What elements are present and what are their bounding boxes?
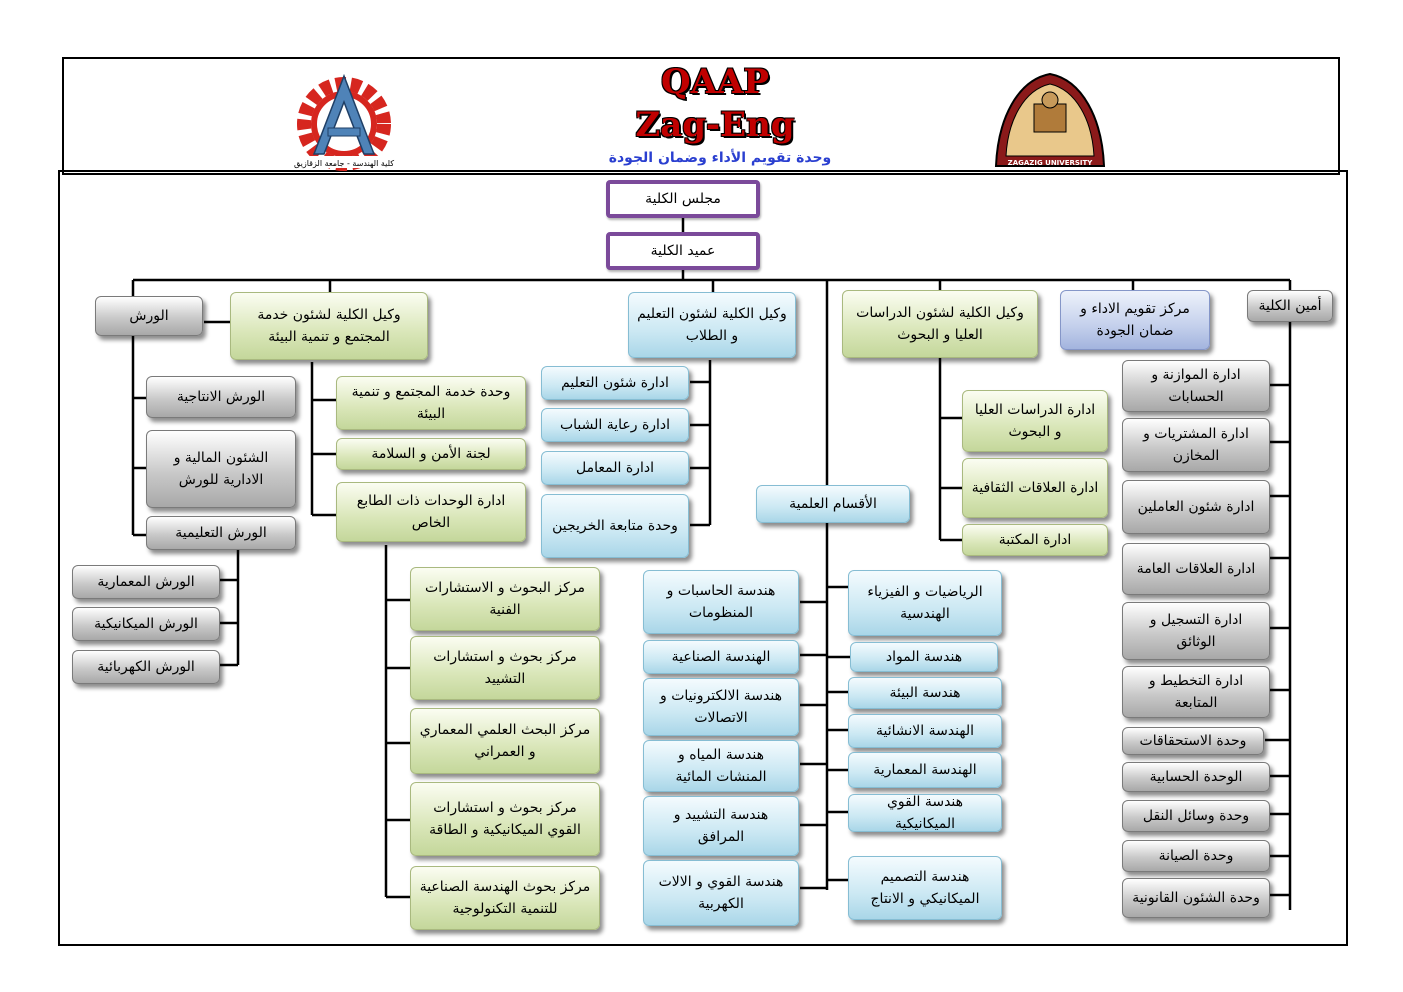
node-dept-computers: هندسة الحاسبات و المنظومات: [643, 570, 799, 634]
node-maintenance-unit: وحدة الصيانة: [1122, 840, 1270, 872]
node-graduates-followup: وحدة متابعة الخريجين: [541, 494, 689, 558]
node-architectural-research-center: مركز البحث العلمي المعماري و العمراني: [410, 708, 600, 774]
node-dean: عميد الكلية: [606, 232, 760, 270]
node-dept-industrial: الهندسة الصناعية: [643, 640, 799, 674]
node-transport-unit: وحدة وسائل النقل: [1122, 800, 1270, 832]
node-faculty-secretary: أمين الكلية: [1247, 290, 1333, 322]
node-workshops-finance-admin: الشئون المالية و الادارية للورش: [146, 430, 296, 508]
node-registration-documents: ادارة التسجيل و الوثائق: [1122, 602, 1270, 660]
node-dept-mechanical-design: هندسة التصميم الميكانيكي و الانتاج: [848, 856, 1002, 920]
node-quality-center: مركز تقويم الاداء و ضمان الجودة: [1060, 290, 1210, 350]
node-vice-dean-graduate: وكيل الكلية لشئون الدراسات العليا و البح…: [842, 290, 1038, 358]
node-vice-dean-community: وكيل الكلية لشئون خدمة المجتمع و تنمية ا…: [230, 292, 428, 360]
node-vice-dean-education: وكيل الكلية لشئون التعليم و الطلاب: [628, 292, 796, 358]
node-dept-environment: هندسة البيئة: [848, 677, 1002, 709]
node-faculty-council: مجلس الكلية: [606, 180, 760, 218]
title-qaap: QAAP: [661, 62, 769, 102]
title-zag-eng: Zag-Eng: [635, 105, 795, 145]
node-graduate-studies-admin: ادارة الدراسات العليا و البحوث: [962, 390, 1108, 452]
node-cultural-relations: ادارة العلاقات الثقافية: [962, 458, 1108, 518]
faculty-logo-caption: كلية الهندسة - جامعة الزقازيق: [294, 159, 394, 168]
node-dept-math-physics: الرياضيات و الفيزياء الهندسية: [848, 570, 1002, 636]
node-educational-workshops: الورش التعليمية: [146, 516, 296, 550]
node-public-relations: ادارة العلاقات العامة: [1122, 543, 1270, 595]
university-logo: ZAGAZIG UNIVERSITY: [994, 72, 1106, 167]
node-workshops: الورش: [95, 296, 203, 336]
node-technical-consulting-center: مركز البحوث و الاستشارات الفنية: [410, 567, 600, 631]
node-mechanical-power-center: مركز بحوث و استشارات القوي الميكانيكية و…: [410, 782, 600, 856]
node-safety-committee: لجنة الأمن و السلامة: [336, 438, 526, 470]
node-purchasing-stores: ادارة المشتريات و المخازن: [1122, 418, 1270, 472]
faculty-logo: كلية الهندسة - جامعة الزقازيق: [290, 73, 398, 171]
node-planning-followup: ادارة التخطيط و المتابعة: [1122, 666, 1270, 718]
node-special-units-admin: ادارة الوحدات ذات الطابع الخاص: [336, 482, 526, 542]
node-dept-construction: هندسة التشييد و المرافق: [643, 796, 799, 856]
node-architectural-workshops: الورش المعمارية: [72, 565, 220, 599]
node-budget-accounts: ادارة الموازنة و الحسابات: [1122, 360, 1270, 412]
node-education-affairs: ادارة شئون التعليم: [541, 366, 689, 400]
node-laboratories: ادارة المعامل: [541, 451, 689, 485]
node-scientific-departments: الأقسام العلمية: [756, 485, 910, 523]
node-legal-affairs-unit: وحدة الشئون القانونية: [1122, 878, 1270, 918]
node-dept-architecture: الهندسة المعمارية: [848, 752, 1002, 788]
node-accounting-unit: الوحدة الحسابية: [1122, 762, 1270, 792]
subtitle-quality-unit: وحدة تقويم الأداء وضمان الجودة: [608, 150, 832, 166]
node-entitlements-unit: وحدة الاستحقاقات: [1122, 727, 1264, 755]
node-library: ادارة المكتبة: [962, 524, 1108, 556]
header-frame: [62, 57, 1340, 175]
node-dept-electrical-power: هندسة القوي و الالات الكهربية: [643, 860, 799, 926]
chart-frame: [58, 170, 1348, 946]
node-industrial-engineering-center: مركز بحوث الهندسة الصناعية للتنمية التكن…: [410, 866, 600, 930]
university-logo-caption: ZAGAZIG UNIVERSITY: [1008, 159, 1094, 167]
node-construction-consulting-center: مركز بحوث و استشارات التشييد: [410, 636, 600, 700]
node-youth-care: ادارة رعاية الشباب: [541, 408, 689, 442]
node-dept-materials: هندسة المواد: [850, 642, 998, 672]
node-dept-electronics: هندسة الالكترونيات و الاتصالات: [643, 678, 799, 736]
node-dept-structural: الهندسة الانشائية: [848, 714, 1002, 748]
node-staff-affairs: ادارة شئون العاملين: [1122, 480, 1270, 534]
node-dept-mechanical-power: هندسة القوي الميكانيكية: [848, 794, 1002, 832]
node-dept-water: هندسة المياه و المنشات المائية: [643, 740, 799, 792]
node-production-workshops: الورش الانتاجية: [146, 376, 296, 418]
node-electrical-workshops: الورش الكهربائية: [72, 650, 220, 684]
node-mechanical-workshops: الورش الميكانيكية: [72, 607, 220, 641]
node-community-service-unit: وحدة خدمة المجتمع و تنمية البيئة: [336, 376, 526, 430]
